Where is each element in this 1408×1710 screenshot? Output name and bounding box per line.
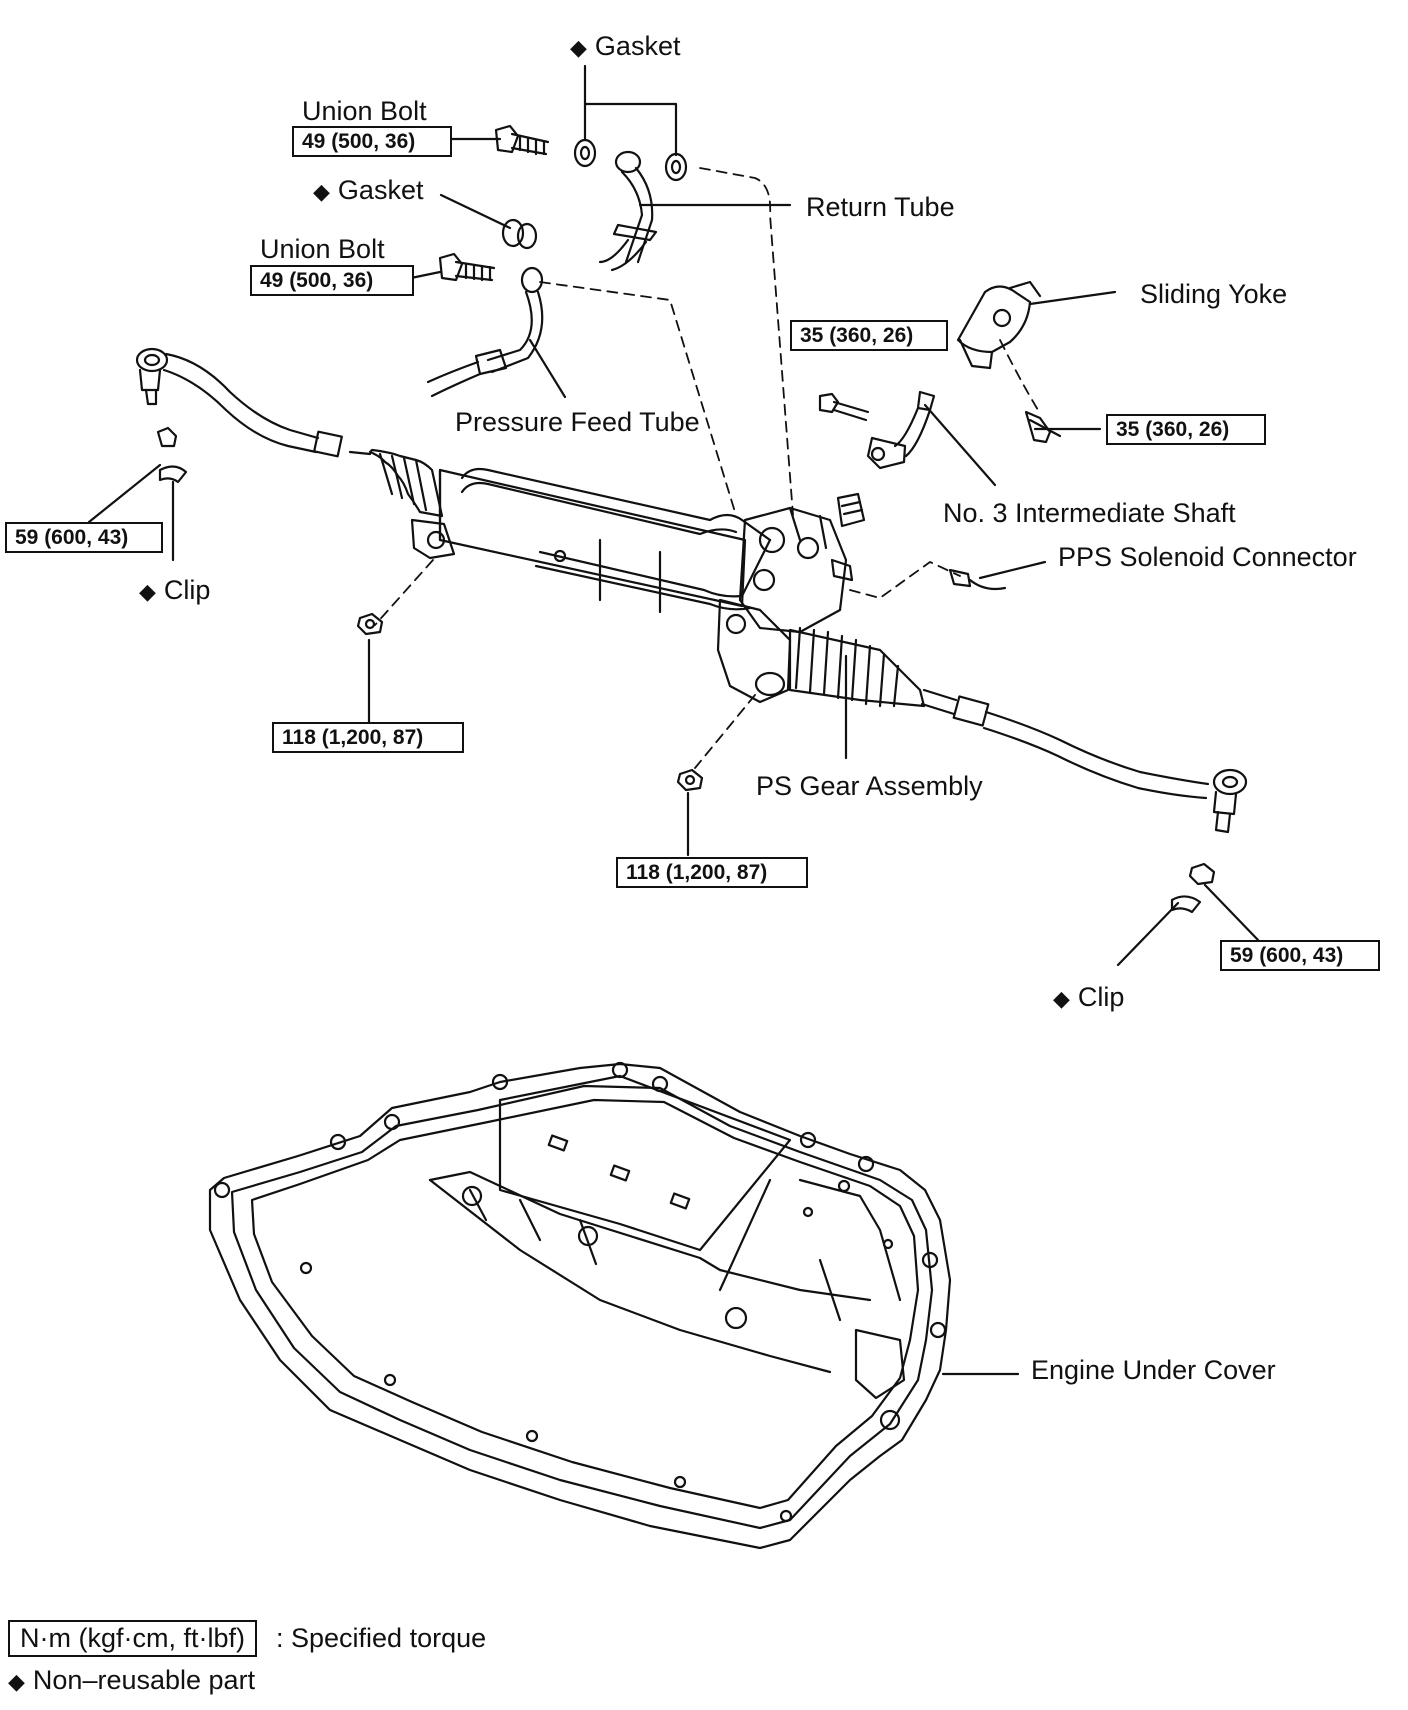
legend-torque-desc: : Specified torque [276, 1623, 487, 1653]
mount-nut-right-icon [678, 770, 702, 790]
engine-under-cover-icon [210, 1063, 950, 1548]
legend-torque-unit-box: N·m (kgf·cm, ft·lbf) [8, 1620, 257, 1657]
bolt-shaft-right-icon [1026, 412, 1060, 442]
steering-rack-icon [350, 450, 1246, 832]
bolt-shaft-left-icon [820, 394, 868, 420]
legend-non-reusable: ◆Non–reusable part [8, 1665, 256, 1695]
torque-union-bolt-mid: 49 (500, 36) [250, 265, 414, 296]
clip-right-icon [1172, 896, 1200, 912]
pressure-feed-tube-icon [428, 268, 542, 396]
leader-lines [89, 66, 1258, 1374]
gasket-top-right-icon [666, 154, 686, 180]
diamond-icon: ◆ [313, 179, 330, 204]
label-intermediate-shaft: No. 3 Intermediate Shaft [943, 498, 1236, 528]
gasket-mid-icon [503, 220, 536, 248]
label-clip-left: ◆Clip [139, 575, 211, 605]
label-gasket-top: ◆Gasket [570, 31, 681, 61]
label-gasket-mid: ◆Gasket [313, 175, 424, 205]
mount-nut-left-icon [358, 614, 382, 634]
nut-left-icon [158, 428, 176, 446]
label-clip-right: ◆Clip [1053, 982, 1125, 1012]
torque-mount-right: 118 (1,200, 87) [616, 857, 808, 888]
label-union-bolt-top: Union Bolt [302, 96, 427, 126]
diamond-icon: ◆ [8, 1669, 25, 1694]
union-bolt-mid-icon [440, 254, 494, 280]
gasket-top-left-icon [575, 140, 595, 166]
intermediate-shaft-icon [868, 392, 934, 468]
torque-mount-left: 118 (1,200, 87) [272, 722, 464, 753]
tie-rod-left-icon [137, 349, 342, 456]
diamond-icon: ◆ [139, 579, 156, 604]
sliding-yoke-icon [958, 282, 1040, 368]
label-sliding-yoke: Sliding Yoke [1140, 279, 1288, 309]
torque-tie-rod-left: 59 (600, 43) [5, 522, 163, 553]
dashed-assembly-lines [375, 168, 1038, 768]
label-pressure-feed-tube: Pressure Feed Tube [455, 407, 700, 437]
torque-union-bolt-top: 49 (500, 36) [292, 126, 452, 157]
torque-shaft-left: 35 (360, 26) [790, 320, 948, 351]
nut-right-icon [1190, 864, 1214, 884]
label-union-bolt-mid: Union Bolt [260, 234, 385, 264]
diamond-icon: ◆ [570, 35, 587, 60]
torque-shaft-right: 35 (360, 26) [1106, 414, 1266, 445]
label-engine-under-cover: Engine Under Cover [1031, 1355, 1276, 1385]
diamond-icon: ◆ [1053, 986, 1070, 1011]
label-ps-gear-assembly: PS Gear Assembly [756, 771, 983, 801]
pps-connector-icon [950, 570, 1005, 589]
union-bolt-top-icon [496, 126, 548, 154]
label-return-tube: Return Tube [806, 192, 955, 222]
torque-tie-rod-right: 59 (600, 43) [1220, 940, 1380, 971]
clip-left-icon [160, 466, 186, 482]
return-tube-icon [600, 152, 656, 270]
label-pps-connector: PPS Solenoid Connector [1058, 542, 1357, 572]
